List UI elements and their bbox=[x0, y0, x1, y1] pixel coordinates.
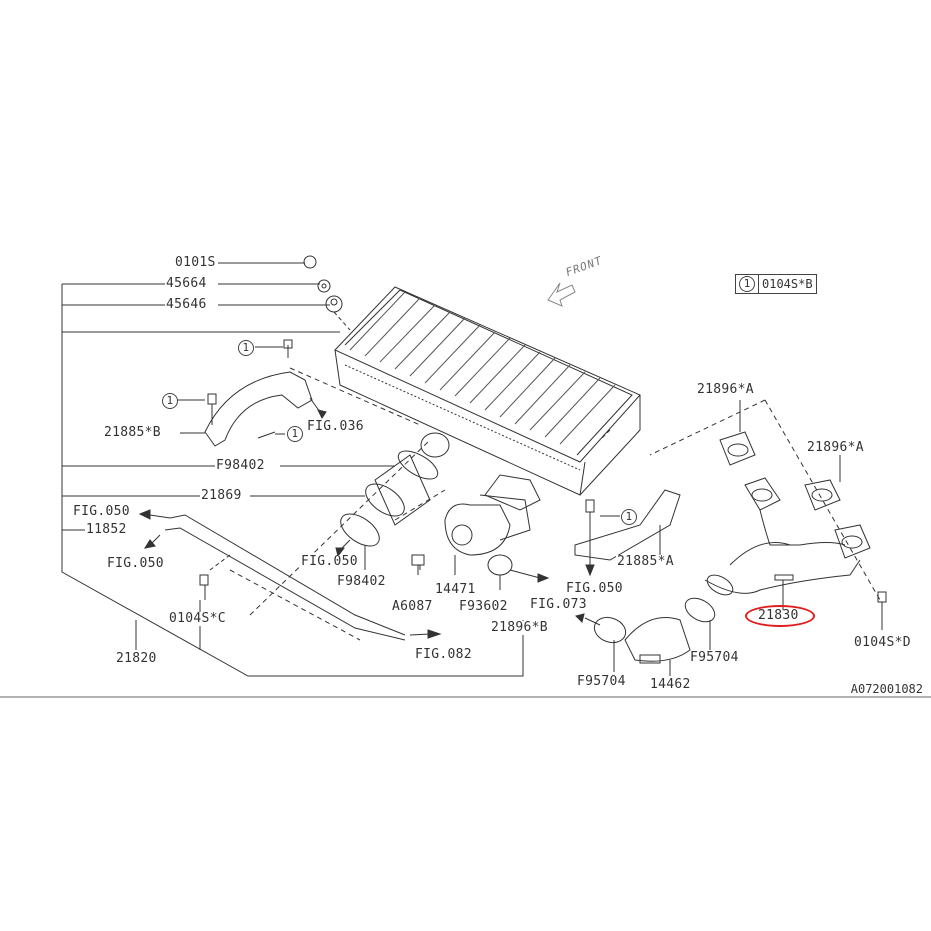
fig-ref-050-right[interactable]: FIG.050 bbox=[565, 581, 624, 596]
callout-0104SC[interactable]: 0104S*C bbox=[168, 611, 227, 626]
callout-45664[interactable]: 45664 bbox=[165, 276, 208, 291]
fig-ref-073[interactable]: FIG.073 bbox=[529, 597, 588, 612]
fig-ref-050-mid-left[interactable]: FIG.050 bbox=[106, 556, 165, 571]
callout-A6087[interactable]: A6087 bbox=[391, 599, 434, 614]
callout-F95704-left[interactable]: F95704 bbox=[576, 674, 627, 689]
callout-F98402-left[interactable]: F98402 bbox=[215, 458, 266, 473]
callout-11852[interactable]: 11852 bbox=[85, 522, 128, 537]
callout-F95704-right[interactable]: F95704 bbox=[689, 650, 740, 665]
callout-21869[interactable]: 21869 bbox=[200, 488, 243, 503]
callout-F98402-center[interactable]: F98402 bbox=[336, 574, 387, 589]
ref-circle-1-top: 1 bbox=[237, 340, 255, 356]
ref-circle-1-left: 1 bbox=[161, 393, 179, 409]
fig-ref-082[interactable]: FIG.082 bbox=[414, 647, 473, 662]
callout-21885B[interactable]: 21885*B bbox=[103, 425, 162, 440]
callout-14471[interactable]: 14471 bbox=[434, 582, 477, 597]
legend-part-number: 0104S*B bbox=[758, 275, 816, 293]
fig-ref-050-center[interactable]: FIG.050 bbox=[300, 554, 359, 569]
highlight-ring-21830 bbox=[745, 605, 815, 627]
group-bracket-21820 bbox=[61, 284, 524, 677]
callout-21896A-lower[interactable]: 21896*A bbox=[806, 440, 865, 455]
fig-ref-050-top-left[interactable]: FIG.050 bbox=[72, 504, 131, 519]
callout-14462[interactable]: 14462 bbox=[649, 677, 692, 692]
callout-0101S[interactable]: 0101S bbox=[174, 255, 217, 270]
fig-ref-036[interactable]: FIG.036 bbox=[306, 419, 365, 434]
ref-circle-1-bracket: 1 bbox=[286, 426, 304, 442]
callout-21896A-upper[interactable]: 21896*A bbox=[696, 382, 755, 397]
callout-0104SD[interactable]: 0104S*D bbox=[853, 635, 912, 650]
callout-21885A[interactable]: 21885*A bbox=[616, 554, 675, 569]
ref-circle-1-right: 1 bbox=[620, 509, 638, 525]
callout-21896B[interactable]: 21896*B bbox=[490, 620, 549, 635]
callout-45646[interactable]: 45646 bbox=[165, 297, 208, 312]
callout-F93602[interactable]: F93602 bbox=[458, 599, 509, 614]
diagram-code: A072001082 bbox=[850, 682, 923, 696]
callout-21820[interactable]: 21820 bbox=[115, 651, 158, 666]
legend-symbol: 1 bbox=[736, 275, 758, 293]
legend-box: 1 0104S*B bbox=[735, 274, 817, 294]
